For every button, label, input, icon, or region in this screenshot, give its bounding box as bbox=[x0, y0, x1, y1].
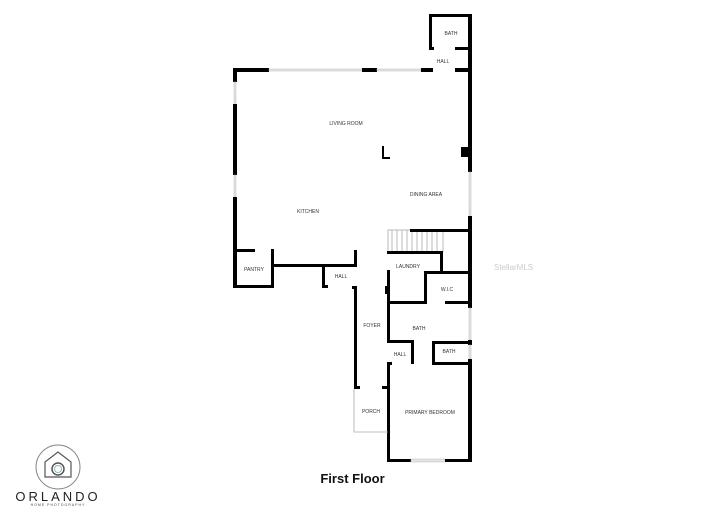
floor-title: First Floor bbox=[320, 471, 385, 486]
room-label-hall-left: HALL bbox=[335, 274, 348, 280]
logo-subtitle: HOME PHOTOGRAPHY bbox=[30, 503, 86, 507]
room-label-foyer: FOYER bbox=[363, 323, 381, 329]
room-label-porch: PORCH bbox=[362, 409, 380, 415]
room-label-bath-small: BATH bbox=[443, 349, 456, 355]
room-label-dining-area: DINING AREA bbox=[410, 192, 443, 198]
room-label-laundry: LAUNDRY bbox=[396, 264, 420, 270]
room-label-hall-upper: HALL bbox=[437, 59, 450, 65]
room-label-hall-mid: HALL bbox=[394, 352, 407, 358]
room-label-wic: W.I.C bbox=[441, 287, 454, 293]
room-labels: BATH HALL LIVING ROOM DINING AREA KITCHE… bbox=[244, 31, 458, 416]
walls bbox=[233, 14, 472, 463]
room-label-kitchen: KITCHEN bbox=[297, 209, 319, 215]
room-label-bath-upper: BATH bbox=[445, 31, 458, 37]
room-label-living-room: LIVING ROOM bbox=[329, 121, 362, 127]
room-label-bath-mid: BATH bbox=[413, 326, 426, 332]
logo-name: ORLANDO bbox=[15, 489, 101, 504]
logo-icon bbox=[35, 444, 81, 490]
watermark: StellarMLS bbox=[494, 263, 534, 272]
room-label-primary-bedroom: PRIMARY BEDROOM bbox=[405, 410, 455, 416]
stairs bbox=[387, 229, 444, 253]
room-label-pantry: PANTRY bbox=[244, 267, 264, 273]
